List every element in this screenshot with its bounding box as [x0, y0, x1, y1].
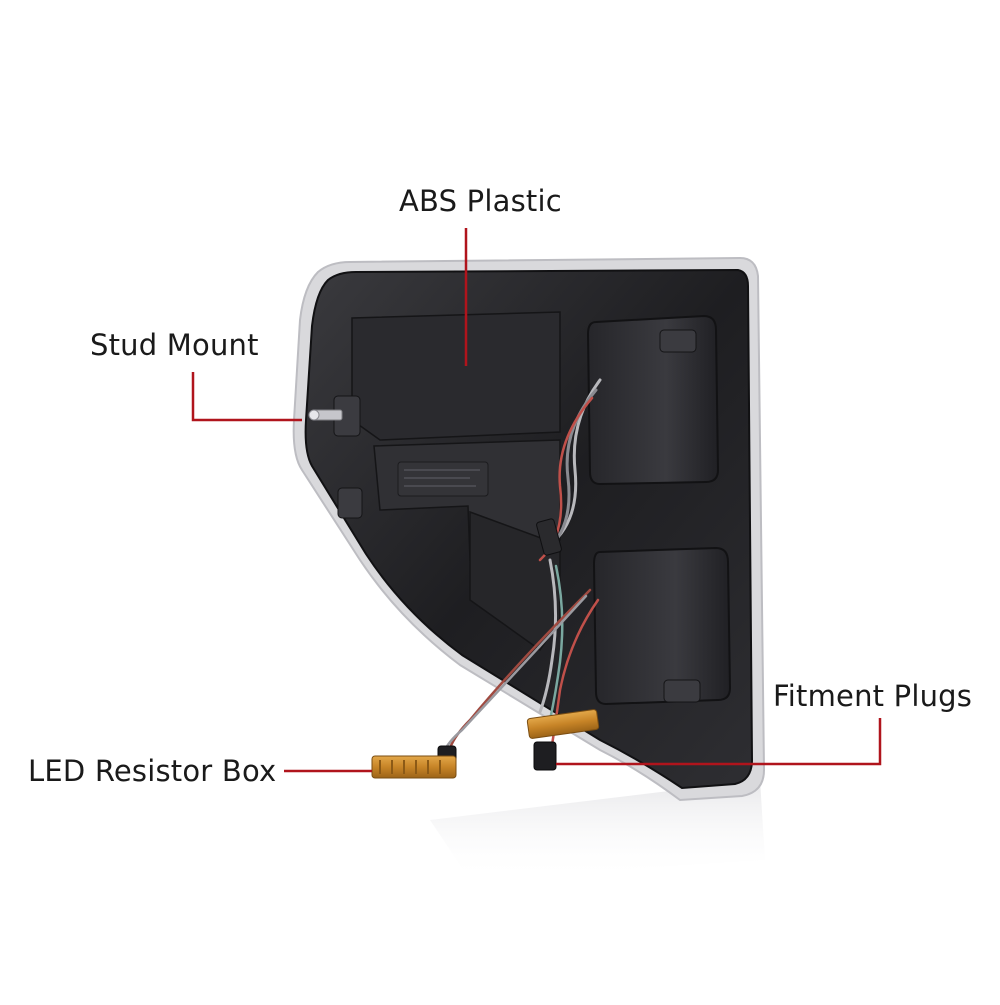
label-abs-plastic: ABS Plastic — [399, 184, 562, 218]
leader-lines — [191, 228, 882, 773]
floor-reflection — [430, 780, 765, 880]
mount-tab — [663, 679, 701, 703]
mount-tab — [659, 329, 697, 353]
fitment-plug — [533, 741, 557, 771]
led-resistor-box — [371, 755, 457, 779]
leader-stud-mount — [191, 372, 302, 422]
mount-tab — [337, 487, 363, 519]
wire-connector — [536, 518, 562, 556]
label-led-resistor-box: LED Resistor Box — [28, 754, 277, 788]
resistor-box-secondary — [526, 709, 600, 739]
upper-lamp-box — [586, 314, 720, 486]
label-fitment-plugs: Fitment Plugs — [773, 679, 973, 713]
label-stud-mount: Stud Mount — [90, 328, 259, 362]
inner-panel — [351, 311, 561, 441]
leader-fitment-plugs — [556, 718, 882, 766]
lower-lamp-box — [592, 546, 732, 706]
